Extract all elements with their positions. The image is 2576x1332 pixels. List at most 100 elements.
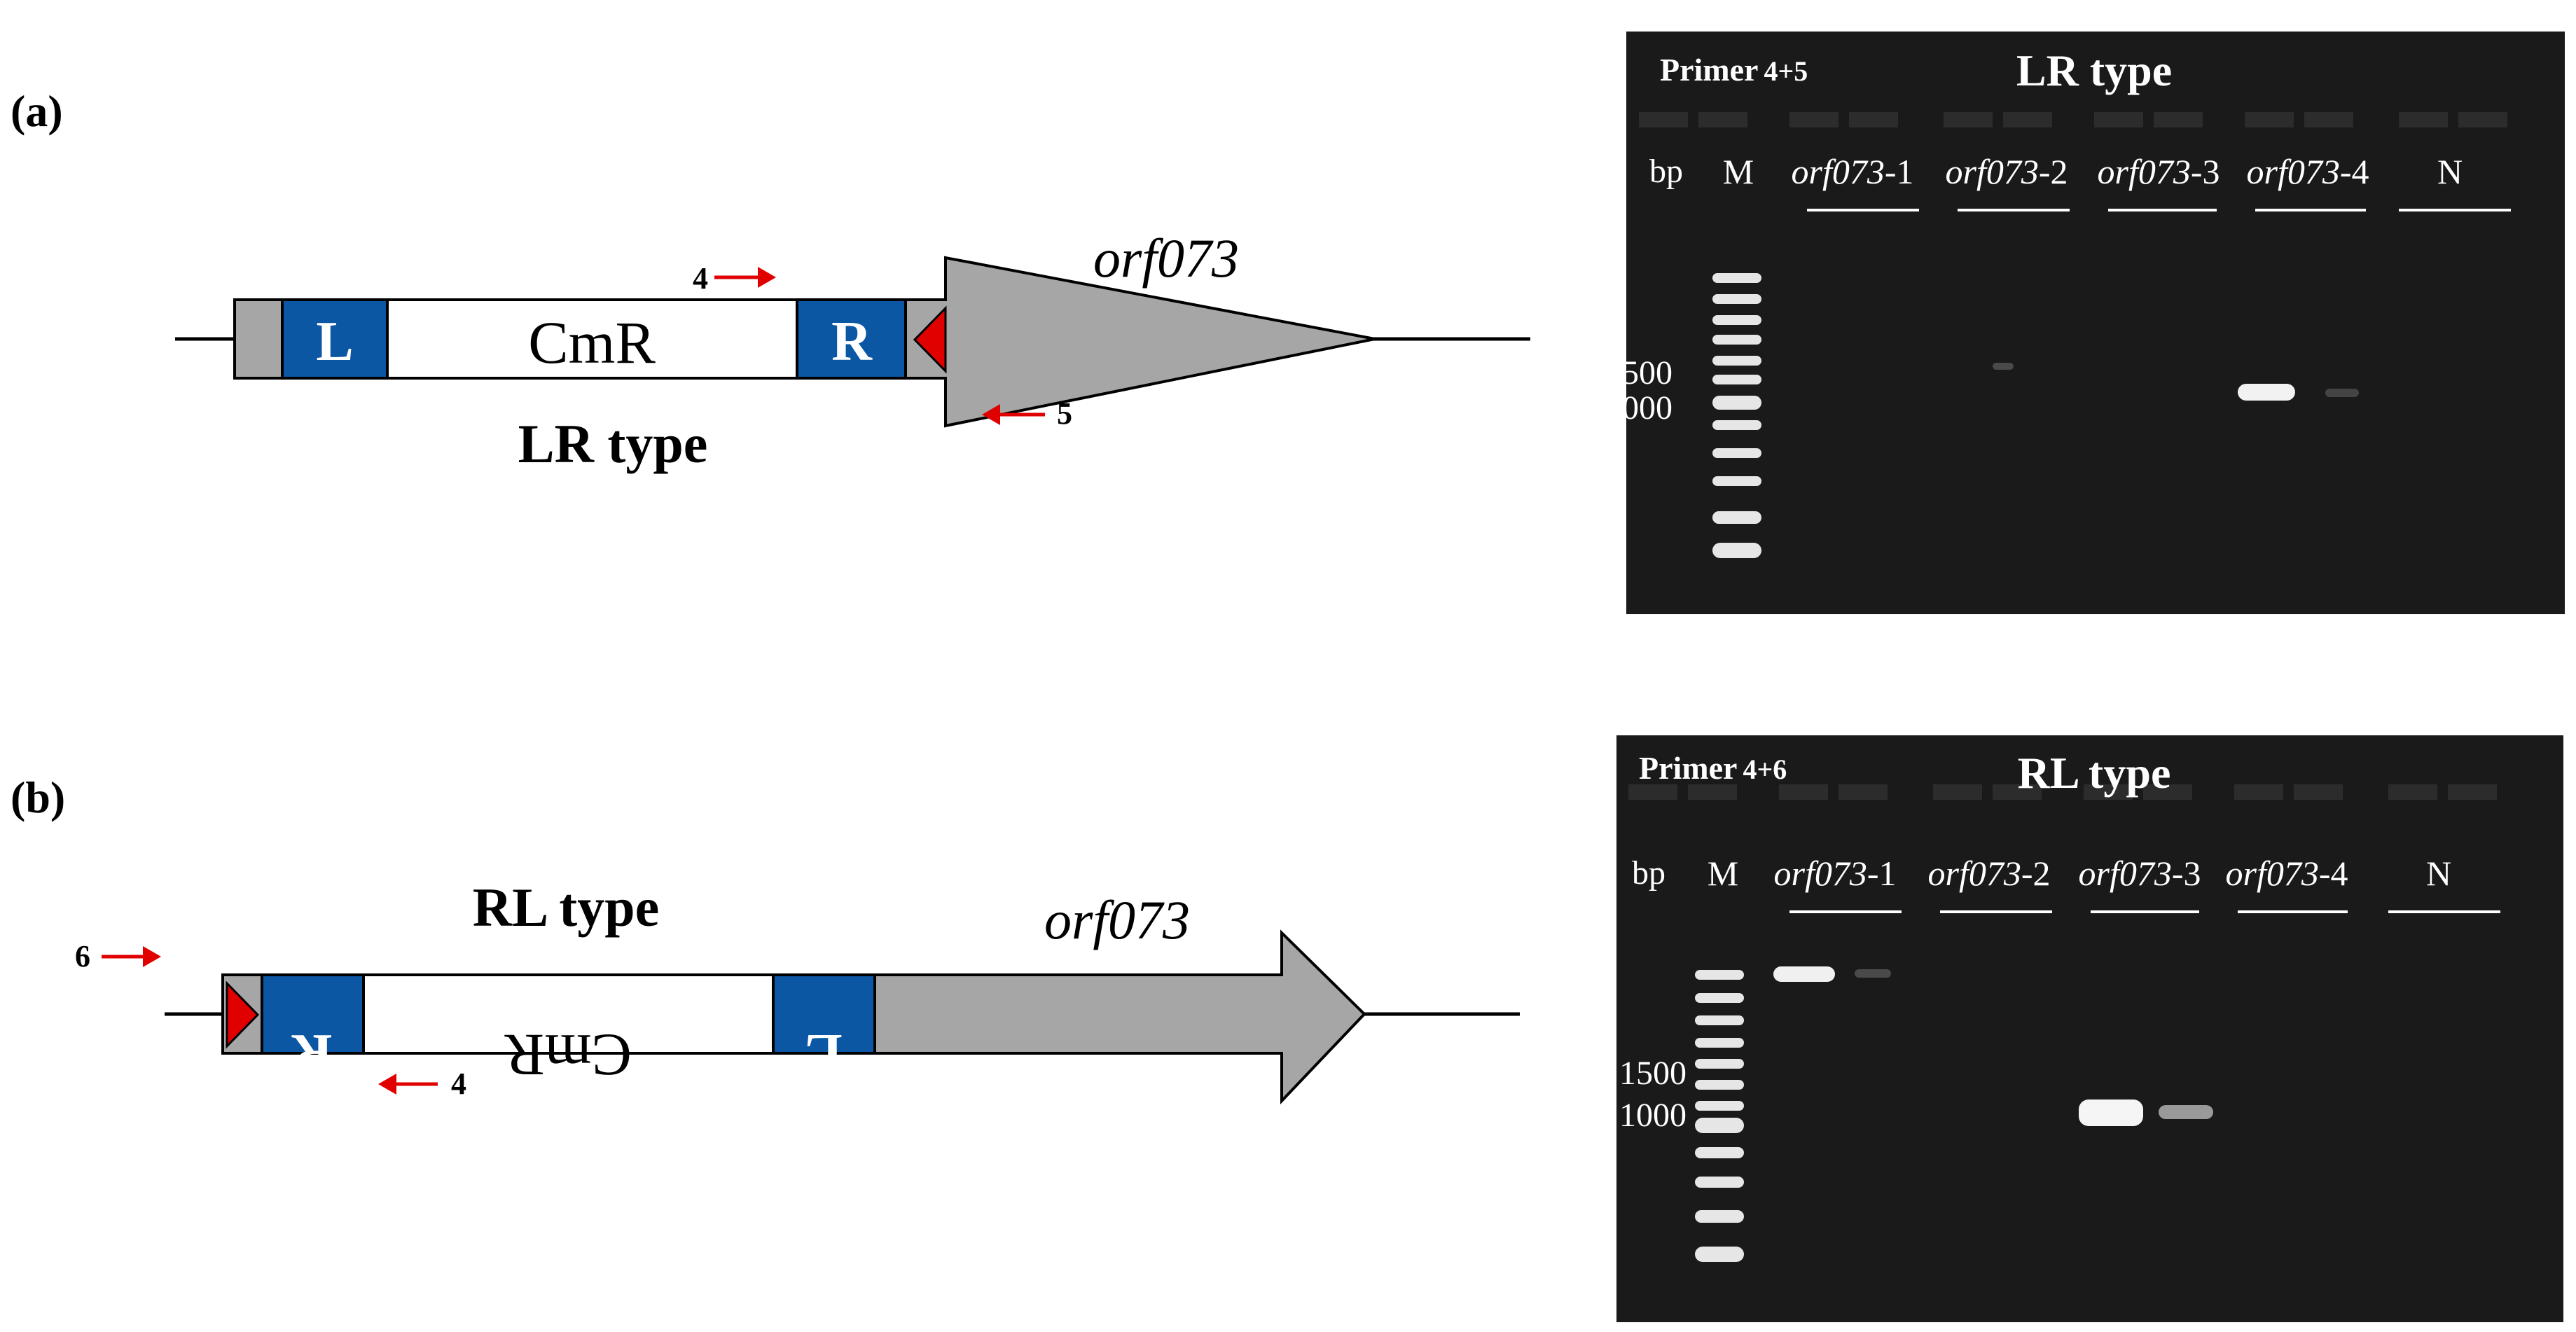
rect — [1712, 315, 1761, 325]
lane-label-4: orf073-4 — [2225, 854, 2348, 893]
lane-label-3: orf073-3 — [2078, 854, 2201, 893]
lane-label-3: orf073-3 — [2097, 152, 2220, 191]
gel-rl-wells — [1628, 784, 2497, 800]
gene-label: orf073 — [1093, 228, 1239, 289]
well — [1849, 112, 1898, 127]
orf073-gene-arrow — [904, 256, 1376, 428]
cmr-label-inverted: CmR — [504, 1022, 632, 1089]
cmr-box — [362, 973, 775, 1055]
well — [2294, 784, 2343, 800]
size-marker-1000: 1000 — [1619, 1097, 1687, 1134]
size-marker-1500: 1500 — [1619, 1055, 1687, 1092]
rect — [1695, 1210, 1744, 1223]
well — [1789, 112, 1838, 127]
lane-label-2: orf073-2 — [1945, 152, 2068, 191]
well — [1628, 784, 1677, 800]
rect — [1712, 396, 1761, 410]
bp-label: bp — [1632, 854, 1666, 892]
lane-label-2: orf073-2 — [1927, 854, 2050, 893]
site-l-label: L — [316, 311, 353, 373]
rect — [1695, 1059, 1744, 1069]
well — [2084, 784, 2133, 800]
size-marker-1000: 1000 — [1605, 389, 1673, 426]
primer-4-arrow-head — [378, 1074, 396, 1095]
primer-4-label: 4 — [693, 261, 708, 296]
frt-scar-triangle — [913, 305, 947, 374]
well — [2388, 784, 2437, 800]
band-lane3 — [2079, 1099, 2143, 1126]
faint-band-lane3 — [2159, 1105, 2213, 1119]
rect — [1695, 970, 1744, 980]
primer-6-arrow-head — [143, 946, 161, 967]
well — [2234, 784, 2283, 800]
lane-label-4: orf073-4 — [2246, 152, 2369, 191]
rect — [1712, 375, 1761, 384]
bp-label: bp — [1649, 153, 1683, 190]
well — [1698, 112, 1747, 127]
well — [2003, 112, 2052, 127]
band-lane4 — [2238, 384, 2295, 401]
rect — [1712, 273, 1761, 283]
marker-lane-label: M — [1723, 152, 1754, 191]
faint-band-lane2 — [1993, 363, 2014, 370]
gel-lr-wells — [1639, 112, 2507, 127]
well — [1993, 784, 2042, 800]
marker-lane-label: M — [1708, 854, 1738, 893]
size-marker-1500: 1500 — [1605, 354, 1673, 391]
gel-title: RL type — [2018, 748, 2171, 798]
rl-construct-diagram: R CmR L orf073 RL type 6 4 — [75, 877, 1520, 1105]
gene-label: orf073 — [1044, 889, 1190, 950]
rect — [1712, 335, 1761, 345]
lr-construct-diagram: L CmR R orf073 LR type 4 5 — [175, 228, 1530, 474]
well — [1933, 784, 1982, 800]
well — [2245, 112, 2294, 127]
ladder-bands — [1695, 970, 1744, 1262]
well — [1688, 784, 1737, 800]
left-flank-grey — [233, 298, 284, 380]
rect — [1712, 420, 1761, 430]
type-label: RL type — [473, 877, 660, 938]
frt-scar-triangle — [226, 980, 260, 1049]
rect — [1712, 356, 1761, 366]
rect — [1695, 1177, 1744, 1188]
gel-title: LR type — [2016, 46, 2172, 95]
ladder-bands — [1712, 273, 1761, 558]
rect — [1712, 543, 1761, 558]
panel-a-label: (a) — [11, 86, 63, 136]
well — [2304, 112, 2353, 127]
rect — [1695, 1147, 1744, 1158]
well — [1779, 784, 1828, 800]
primer-4-arrow-head — [758, 267, 776, 288]
rect — [1695, 1247, 1744, 1262]
lane-label-1: orf073-1 — [1791, 152, 1913, 191]
lane-label-n: N — [2437, 152, 2463, 191]
rect — [1695, 1015, 1744, 1025]
rect — [1695, 1080, 1744, 1090]
well — [2154, 112, 2203, 127]
cmr-label: CmR — [528, 309, 656, 376]
rect — [1695, 1118, 1744, 1133]
primer-5-arrow-head — [982, 404, 1000, 425]
primer-5-label: 5 — [1057, 396, 1072, 431]
rect — [1695, 993, 1744, 1003]
site-r-label-inverted: R — [291, 1022, 333, 1084]
lane-label-1: orf073-1 — [1773, 854, 1896, 893]
well — [2399, 112, 2448, 127]
rect — [1712, 476, 1761, 486]
well — [2143, 784, 2192, 800]
rect — [1712, 511, 1761, 524]
site-box-r — [796, 298, 907, 380]
site-l-label-inverted: L — [805, 1022, 842, 1084]
faint-band-lane1 — [1855, 969, 1891, 978]
panel-b-label: (b) — [11, 772, 65, 822]
site-box-r — [261, 973, 365, 1055]
faint-band-lane4 — [2325, 389, 2359, 397]
well — [1838, 784, 1888, 800]
well — [2448, 784, 2497, 800]
gel-rl-background — [1616, 735, 2563, 1322]
